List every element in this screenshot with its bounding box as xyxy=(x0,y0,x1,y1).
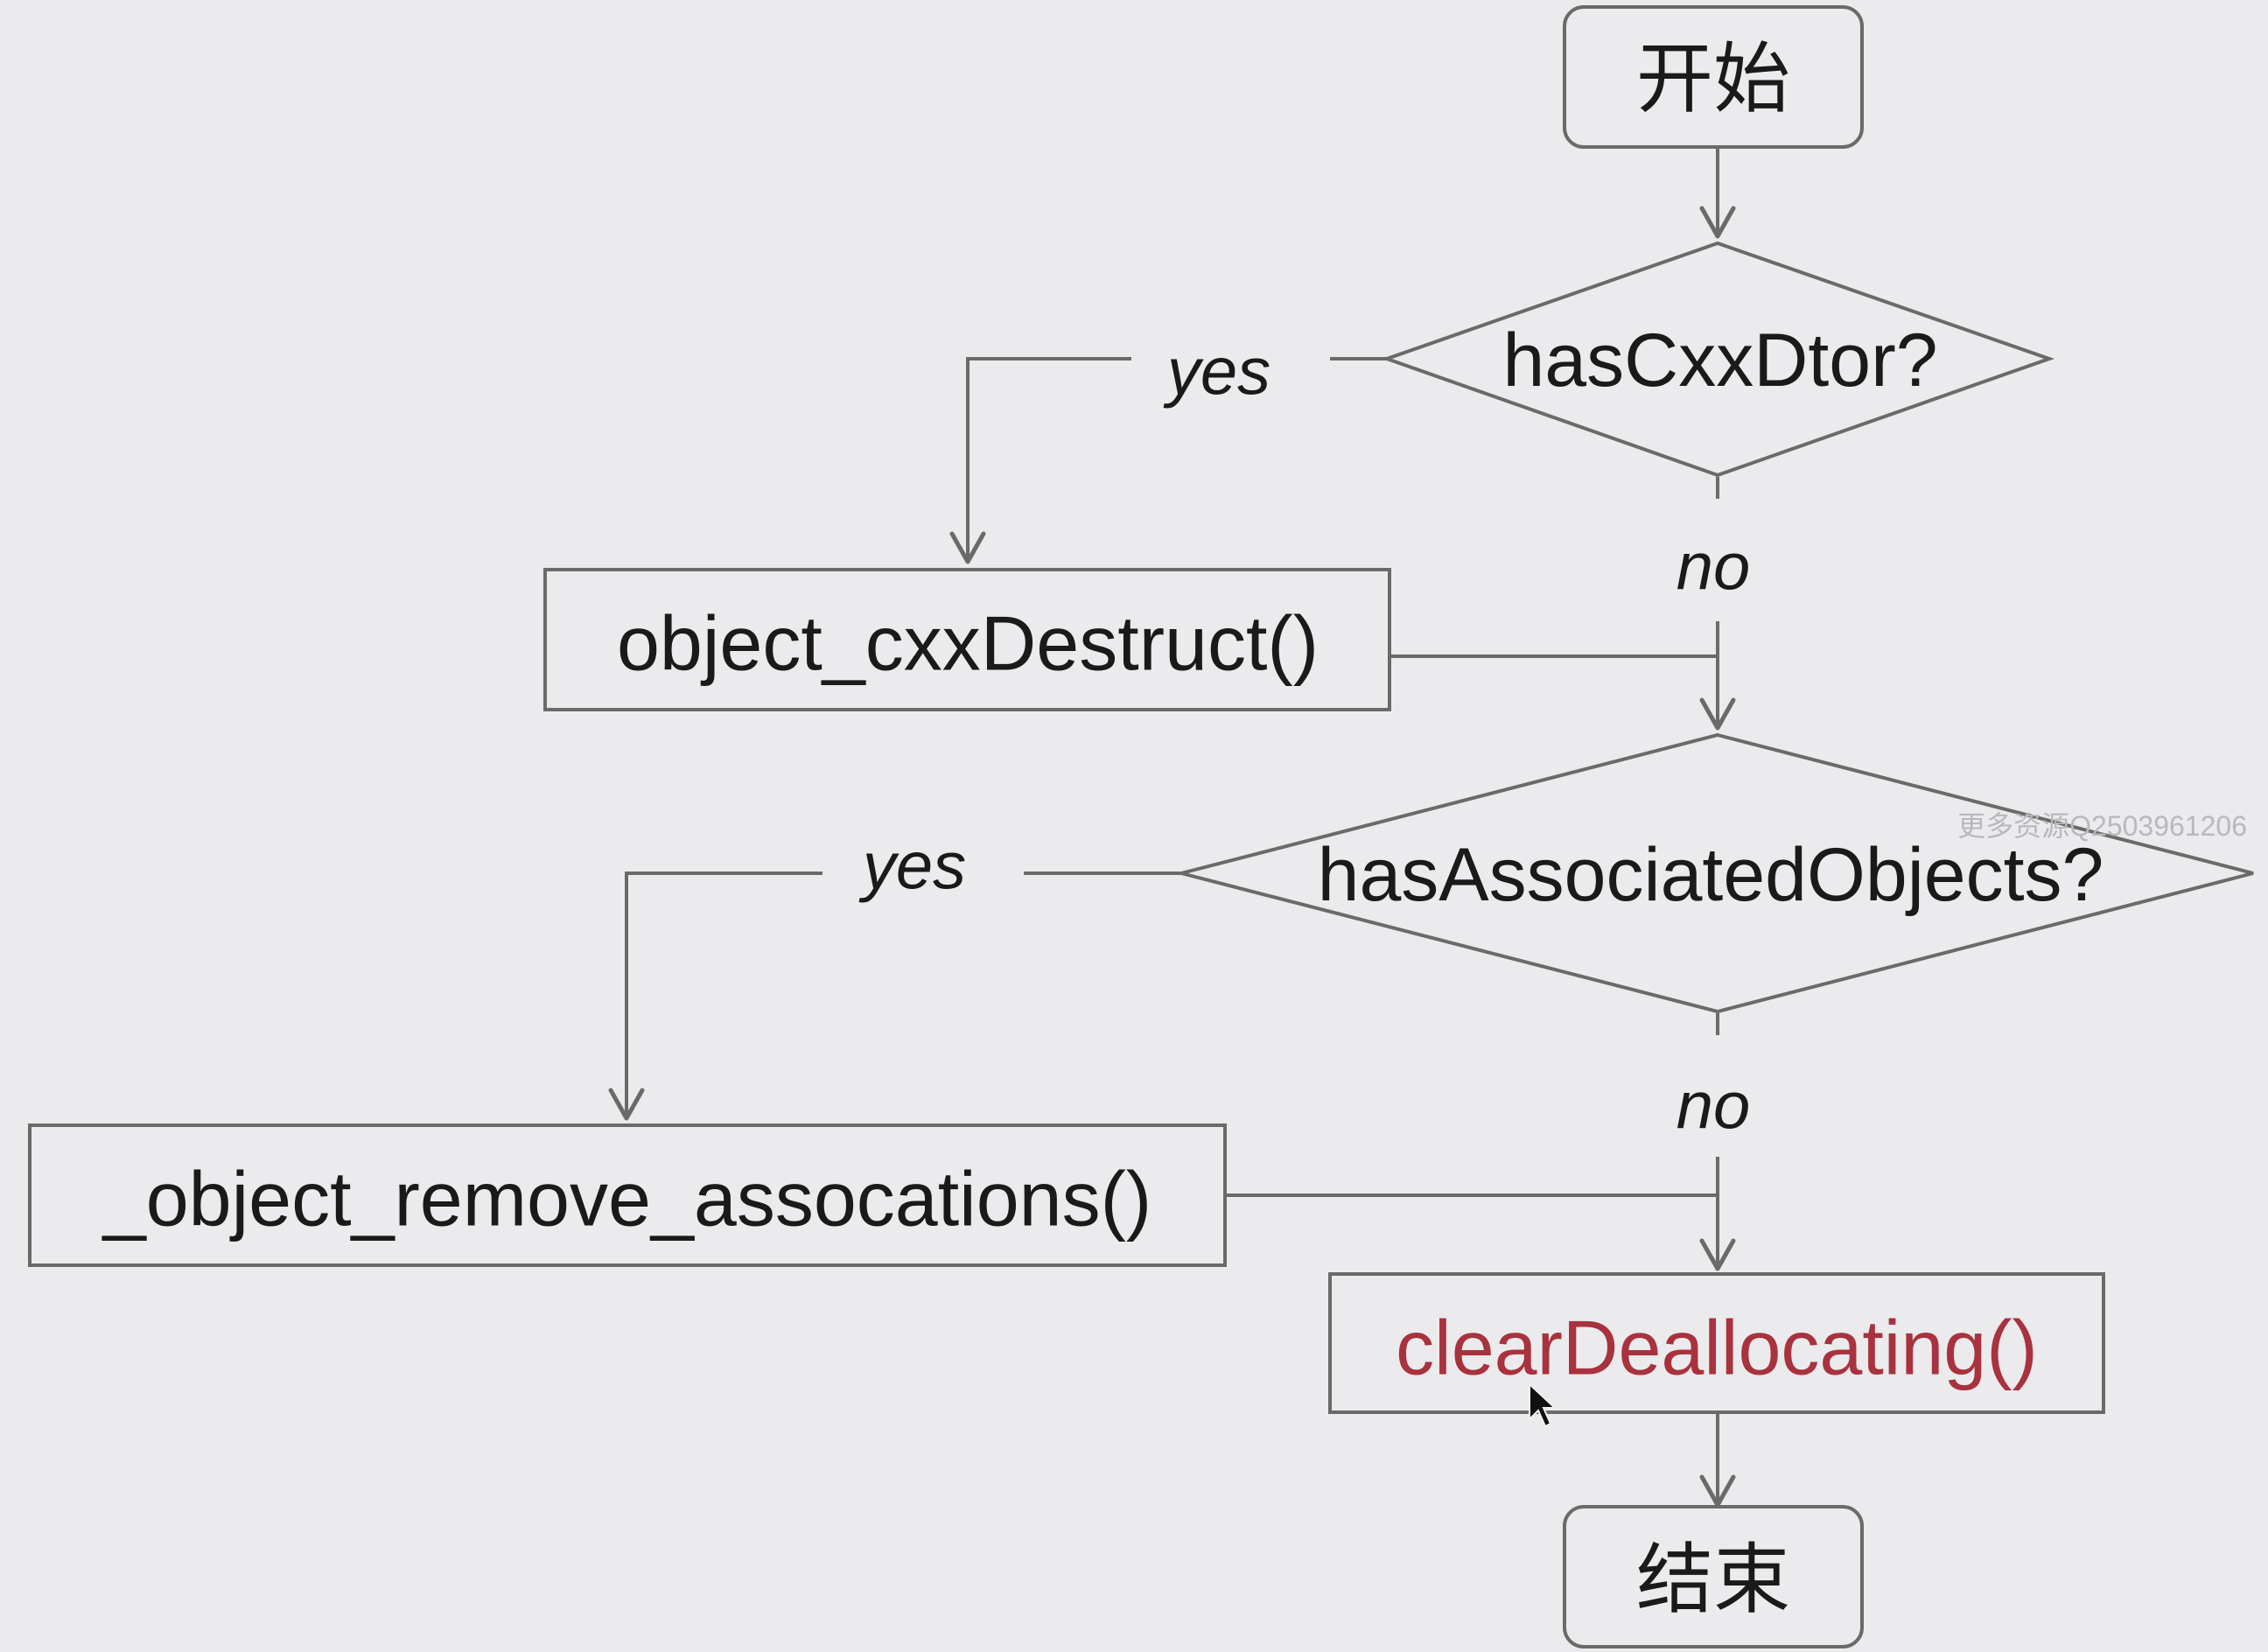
edge-label-assoc-no: no xyxy=(1676,1069,1751,1144)
start-node xyxy=(1563,5,1864,149)
has-cxx-dtor-label: hasCxxDtor? xyxy=(1502,318,1937,402)
process-object-remove-assocations xyxy=(28,1124,1227,1267)
object-cxx-destruct-label: object_cxxDestruct() xyxy=(617,600,1319,687)
arrowhead-destruct xyxy=(949,531,986,564)
arrowhead-clear xyxy=(1699,1238,1736,1271)
edge-assoc-yes-path xyxy=(625,872,822,1116)
end-label: 结束 xyxy=(1636,1536,1790,1623)
clear-deallocating-label: clearDeallocating() xyxy=(1396,1305,2038,1391)
edge-label-assoc-yes: yes xyxy=(858,830,966,904)
arrowhead-cxx xyxy=(1699,206,1736,239)
process-object-cxx-destruct xyxy=(543,568,1391,711)
object-remove-assocations-label: _object_remove_assocations() xyxy=(102,1156,1152,1242)
arrowhead-remove xyxy=(608,1088,645,1121)
decision-has-associated-objects xyxy=(1180,732,2254,1014)
end-node xyxy=(1563,1505,1864,1648)
arrowhead-assoc xyxy=(1699,697,1736,731)
edge-label-cxx-no: no xyxy=(1676,530,1751,605)
edge-cxx-yes-path xyxy=(966,357,1131,560)
edge-label-cxx-yes: yes xyxy=(1163,335,1270,410)
mouse-cursor-icon xyxy=(1529,1382,1558,1428)
process-clear-deallocating xyxy=(1328,1272,2105,1414)
has-associated-objects-label: hasAssociatedObjects? xyxy=(1318,833,2104,917)
decision-has-cxx-dtor xyxy=(1381,241,2055,478)
start-label: 开始 xyxy=(1636,36,1790,122)
watermark: 更多资源Q2503961206 xyxy=(1957,810,2247,842)
